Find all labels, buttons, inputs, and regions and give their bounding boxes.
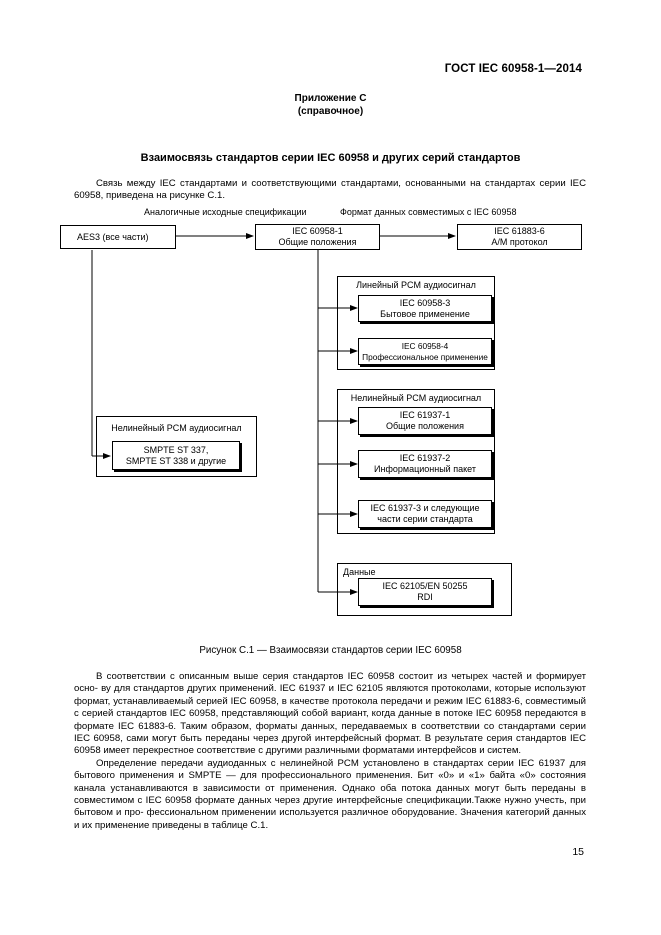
box-aes3-label: AES3 (все части) — [77, 231, 149, 242]
box-iec-60958-4-title: IEC 60958-4 — [401, 340, 449, 351]
box-iec-62105: IEC 62105/EN 50255 RDI — [358, 578, 492, 606]
diagram-connectors — [91, 233, 456, 595]
figure-caption: Рисунок С.1 — Взаимосвязи стандартов сер… — [199, 645, 462, 656]
box-smpte: SMPTE ST 337, SMPTE ST 338 и другие — [112, 441, 240, 470]
box-iec-61937-2: IEC 61937-2 Информационный пакет — [358, 450, 492, 478]
box-iec-61937-3: IEC 61937-3 и следующие части серии стан… — [358, 500, 492, 528]
intro-text: Связь между IEC стандартами и соответств… — [74, 178, 586, 202]
box-iec-61937-3-title: IEC 61937-3 и следующие — [370, 503, 480, 513]
group-linear-pcm: Линейный PCM аудиосигнал — [337, 276, 495, 370]
box-iec-61883-6-title: IEC 61883-6 — [494, 226, 545, 236]
box-iec-60958-3: IEC 60958-3 Бытовое применение — [358, 295, 492, 322]
section-title: Взаимосвязь стандартов серии IEC 60958 и… — [140, 152, 521, 164]
group-data: Данные — [337, 563, 512, 616]
box-iec-61883-6: IEC 61883-6 A/M протокол — [457, 224, 582, 250]
group-data-label: Данные — [343, 567, 376, 577]
box-iec-60958-4-subtitle: Профессиональное применение — [362, 351, 488, 362]
box-iec-60958-4: IEC 60958-4 Профессиональное применение — [358, 338, 492, 365]
box-iec-61937-1: IEC 61937-1 Общие положения — [358, 407, 492, 435]
group-nonlinear-pcm-label: Нелинейный PCM аудиосигнал — [350, 393, 482, 403]
appendix-note: (справочное) — [297, 106, 364, 117]
label-data-format: Формат данных совместимых с IEC 60958 — [340, 207, 517, 217]
box-aes3: AES3 (все части) — [60, 225, 176, 249]
box-iec-61883-6-subtitle: A/M протокол — [491, 237, 548, 247]
figure-diagram: Аналогичные исходные спецификации Формат… — [60, 207, 582, 616]
box-iec-62105-subtitle: RDI — [417, 592, 433, 602]
intro-paragraph: Связь между IEC стандартами и соответств… — [74, 178, 586, 203]
box-iec-61937-2-subtitle: Информационный пакет — [374, 464, 476, 474]
paragraph-1: В соответствии с описанным выше серия ст… — [74, 671, 586, 757]
group-left-nonlinear-pcm-label: Нелинейный PCM аудиосигнал — [111, 423, 242, 433]
box-iec-60958-3-title: IEC 60958-3 — [399, 297, 451, 308]
group-left-nonlinear-pcm: Нелинейный PCM аудиосигнал — [96, 416, 257, 477]
box-iec-62105-title: IEC 62105/EN 50255 — [382, 581, 468, 591]
group-linear-pcm-label: Линейный PCM аудиосигнал — [356, 280, 476, 290]
box-iec-61937-2-title: IEC 61937-2 — [399, 453, 451, 463]
page-number: 15 — [572, 846, 584, 858]
appendix-title: Приложение С — [294, 93, 367, 104]
box-iec-60958-1: IEC 60958-1 Общие положения — [255, 224, 380, 250]
box-smpte-line1: SMPTE ST 337, — [143, 444, 209, 455]
box-smpte-line2: SMPTE ST 338 и другие — [125, 455, 227, 466]
group-nonlinear-pcm: Нелинейный PCM аудиосигнал — [337, 389, 495, 534]
body-text: В соответствии с описанным выше серия ст… — [74, 671, 586, 832]
box-iec-61937-1-title: IEC 61937-1 — [399, 410, 451, 420]
box-iec-60958-1-subtitle: Общие положения — [278, 237, 357, 247]
box-iec-61937-3-subtitle: части серии стандарта — [377, 514, 473, 524]
label-analog-specs: Аналогичные исходные спецификации — [144, 207, 307, 217]
document-header: ГОСТ IEC 60958-1—2014 — [444, 63, 582, 75]
box-iec-60958-1-title: IEC 60958-1 — [292, 226, 343, 236]
box-iec-60958-3-subtitle: Бытовое применение — [380, 308, 470, 319]
paragraph-2: Определение передачи аудиоданных с нелин… — [74, 757, 586, 831]
box-iec-61937-1-subtitle: Общие положения — [386, 421, 464, 431]
